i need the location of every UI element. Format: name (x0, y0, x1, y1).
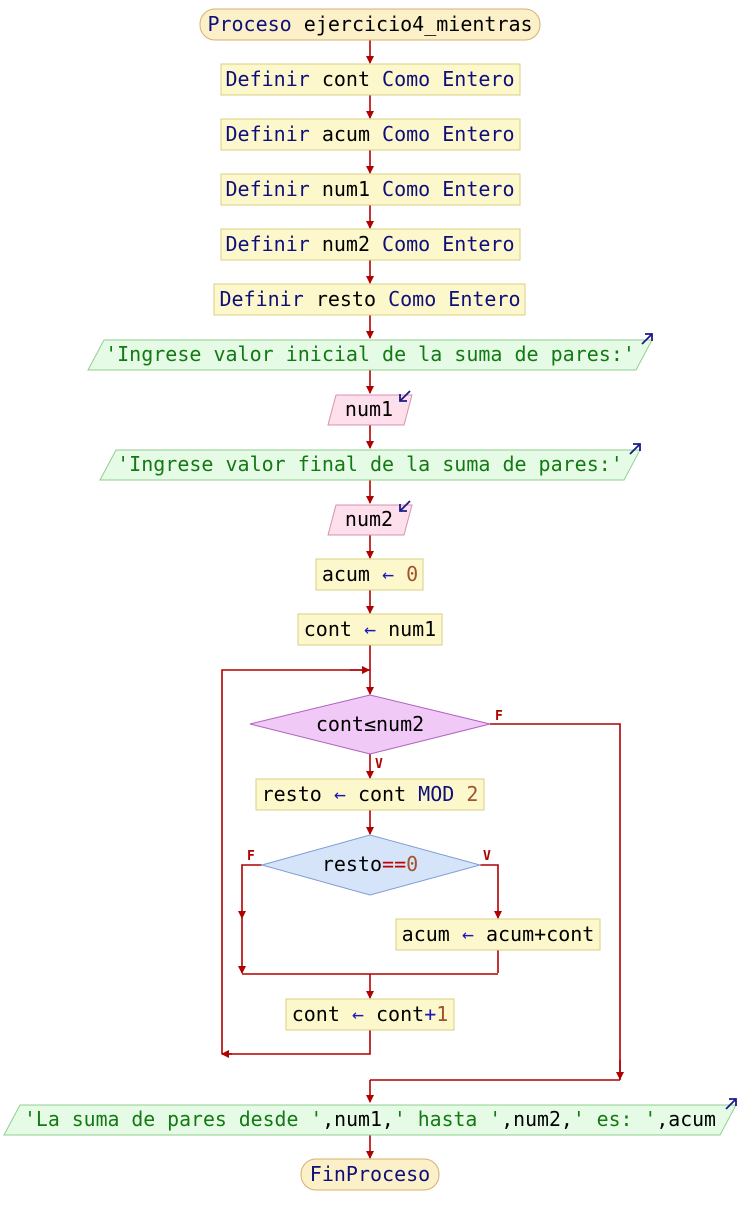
assign-acum-sum: acum ← acum+cont (395, 918, 601, 951)
output-prompt-final: 'Ingrese valor final de la suma de pares… (99, 443, 641, 481)
output-text: 'Ingrese valor inicial de la suma de par… (105, 342, 635, 366)
svg-text:Definir num1 Como Entero: Definir num1 Como Entero (225, 177, 514, 201)
input-arrow-icon (399, 390, 411, 402)
def-keyword: Definir (225, 177, 309, 201)
svg-text:Proceso ejercicio4_mien: Proceso ejercicio4_mientras (207, 12, 532, 36)
definition-num2: Definir num2 Como Entero (220, 228, 521, 261)
while-cond-text: cont≤num2 (316, 712, 424, 736)
svg-text:acum ← acum+cont: acum ← acum+cont (402, 922, 595, 946)
input-num1: num1 (327, 390, 413, 426)
output-text: 'Ingrese valor final de la suma de pares… (117, 452, 623, 476)
output-arrow-icon (725, 1098, 737, 1110)
start-keyword: Proceso (207, 12, 291, 36)
while-true-label: V (375, 757, 383, 772)
definition-resto: Definir resto Como Entero (213, 283, 526, 316)
input-num2: num2 (327, 500, 413, 536)
def-var: acum (322, 122, 370, 146)
svg-text:Definir resto Como Entero: Definir resto Como Entero (219, 287, 520, 311)
svg-text:Definir acum Como Entero: Definir acum Como Entero (225, 122, 514, 146)
start-node: Proceso ejercicio4_mientras (199, 8, 541, 41)
assign-cont-increment: cont ← cont+1 (285, 998, 455, 1031)
input-var: num1 (345, 397, 393, 421)
assign-cont-num1: cont ← num1 (297, 613, 443, 646)
assign-acum-zero: acum ← 0 (315, 558, 424, 591)
while-false-label: F (495, 709, 503, 724)
definition-cont: Definir cont Como Entero (220, 63, 521, 96)
def-keyword: Definir (219, 287, 303, 311)
start-name: ejercicio4_mientras (304, 12, 533, 36)
svg-text:Definir cont Como Entero: Definir cont Como Entero (225, 67, 514, 91)
output-arrow-icon (629, 443, 641, 455)
def-type: Como Entero (382, 122, 514, 146)
svg-text:cont ← num1: cont ← num1 (304, 617, 436, 641)
connectors (221, 40, 624, 1159)
def-var: cont (322, 67, 370, 91)
while-condition: cont≤num2 F V (249, 694, 503, 772)
def-type: Como Entero (382, 67, 514, 91)
def-type: Como Entero (382, 177, 514, 201)
end-node: FinProceso (300, 1158, 440, 1191)
if-true-label: V (483, 849, 491, 864)
output-prompt-initial: 'Ingrese valor inicial de la suma de par… (87, 333, 653, 371)
end-keyword: FinProceso (310, 1162, 430, 1186)
input-arrow-icon (399, 500, 411, 512)
svg-text:'La suma de pares desde ',num1: 'La suma de pares desde ',num1,' hasta '… (24, 1107, 716, 1131)
def-keyword: Definir (225, 67, 309, 91)
if-condition: resto==0 F V (247, 834, 491, 896)
def-var: num2 (322, 232, 370, 256)
def-var: num1 (322, 177, 370, 201)
assign-resto: resto ← cont MOD 2 (255, 778, 485, 811)
def-keyword: Definir (225, 122, 309, 146)
definition-num1: Definir num1 Como Entero (220, 173, 521, 206)
def-keyword: Definir (225, 232, 309, 256)
definition-acum: Definir acum Como Entero (220, 118, 521, 151)
def-type: Como Entero (382, 232, 514, 256)
if-false-label: F (247, 849, 255, 864)
svg-text:acum ← 0: acum ← 0 (322, 562, 418, 586)
def-var: resto (316, 287, 376, 311)
def-type: Como Entero (388, 287, 520, 311)
input-var: num2 (345, 507, 393, 531)
svg-text:Definir num2 Como Entero: Definir num2 Como Entero (225, 232, 514, 256)
svg-text:cont ← cont+1: cont ← cont+1 (292, 1002, 449, 1026)
svg-text:resto ← cont MOD 2: resto ← cont MOD 2 (262, 782, 479, 806)
svg-text:resto==0: resto==0 (322, 852, 418, 876)
output-result: 'La suma de pares desde ',num1,' hasta '… (3, 1098, 737, 1136)
output-arrow-icon (641, 333, 653, 345)
